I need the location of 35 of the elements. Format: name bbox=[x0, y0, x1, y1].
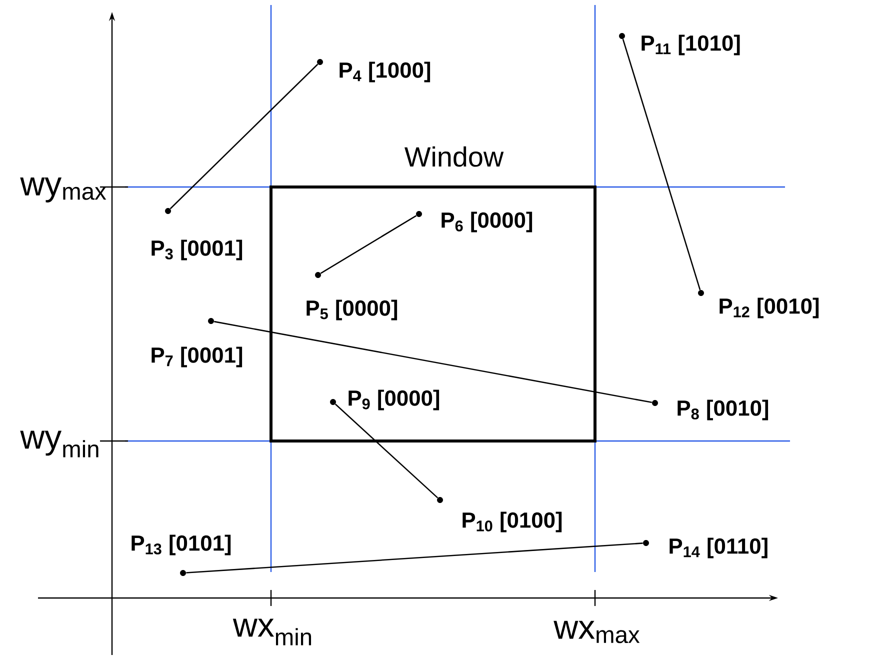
point: P$_{7}$ [0001] bbox=[152, 318, 242, 368]
node-label: Window bbox=[404, 146, 504, 167]
axis-label: wy$_{max}$ bbox=[20, 178, 106, 202]
point: P$_{6}$ [0000] bbox=[416, 210, 532, 232]
point: P$_{8}$ [0010] bbox=[652, 400, 768, 420]
node-label: P$_{4}$ [1000] bbox=[340, 62, 430, 82]
point: P$_{4}$ [1000] bbox=[317, 59, 430, 82]
point: P$_{13}$ [0101] bbox=[132, 534, 231, 576]
line-segment bbox=[622, 38, 701, 290]
axis-label: wx$_{max}$ bbox=[554, 620, 640, 644]
node-label: P$_{11}$ [1010] bbox=[642, 34, 740, 56]
node-label: P$_{6}$ [0000] bbox=[442, 212, 532, 232]
node-label: P$_{5}$ [0000] bbox=[306, 300, 398, 320]
point: P$_{11}$ [1010] bbox=[619, 33, 740, 56]
line-segment bbox=[320, 215, 417, 274]
line-segment bbox=[186, 542, 643, 574]
point: P$_{12}$ [0010] bbox=[698, 290, 819, 318]
node-label: P$_{13}$ [0101] bbox=[132, 534, 231, 556]
point: P$_{14}$ [0110] bbox=[643, 538, 768, 558]
axis-label: wy$_{min}$ bbox=[20, 430, 98, 458]
node-label: P$_{9}$ [0000] bbox=[348, 390, 440, 410]
point: P$_{5}$ [0000] bbox=[306, 272, 398, 320]
line-segment bbox=[170, 64, 318, 210]
point: P$_{10}$ [0100] bbox=[437, 496, 562, 532]
point: P$_{9}$ [0000] bbox=[330, 390, 440, 410]
line-segment bbox=[334, 404, 438, 498]
node-label: P$_{8}$ [0010] bbox=[678, 400, 768, 420]
point: P$_{3}$ [0001] bbox=[152, 208, 242, 260]
node-label: P$_{7}$ [0001] bbox=[152, 346, 242, 368]
node-label: P$_{10}$ [0100] bbox=[462, 512, 562, 532]
node-label: P$_{12}$ [0010] bbox=[720, 298, 819, 318]
node-label: P$_{14}$ [0110] bbox=[670, 538, 768, 558]
line-segment bbox=[214, 320, 652, 404]
node-label: P$_{3}$ [0001] bbox=[152, 240, 242, 260]
axis-label: wx$_{min}$ bbox=[232, 618, 312, 646]
